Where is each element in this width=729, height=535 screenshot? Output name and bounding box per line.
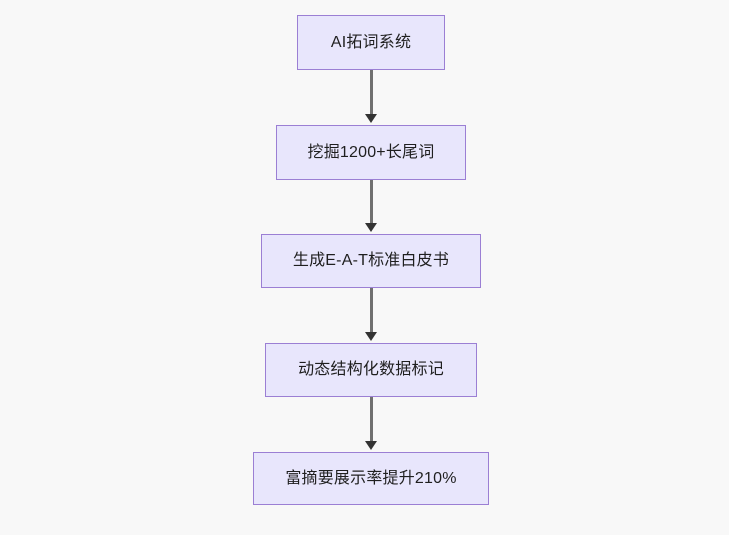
flowchart-node-4[interactable]: 动态结构化数据标记	[265, 343, 477, 397]
flowchart-edge-4-arrowhead	[365, 441, 377, 450]
flowchart-node-1[interactable]: AI拓词系统	[297, 15, 445, 70]
flowchart-node-5[interactable]: 富摘要展示率提升210%	[253, 452, 489, 505]
flowchart-node-2-label: 挖掘1200+长尾词	[307, 143, 435, 161]
flowchart-node-3-label: 生成E-A-T标准白皮书	[292, 252, 450, 269]
flowchart-node-2[interactable]: 挖掘1200+长尾词	[276, 125, 466, 180]
flowchart-node-1-label: AI拓词系统	[330, 33, 412, 51]
flowchart-node-4-label: 动态结构化数据标记	[298, 361, 444, 378]
flowchart-edge-2-arrowhead	[365, 223, 377, 232]
flowchart-edge-4-line	[369, 397, 373, 441]
flowchart-edge-3-arrowhead	[365, 332, 377, 341]
flowchart-edge-2-line	[369, 180, 373, 223]
flowchart-node-3[interactable]: 生成E-A-T标准白皮书	[261, 234, 481, 288]
flowchart-edge-3-line	[369, 288, 373, 332]
flowchart-edge-1-arrowhead	[365, 114, 377, 123]
flowchart-edge-1-line	[369, 70, 373, 114]
flowchart-node-5-label: 富摘要展示率提升210%	[285, 469, 457, 487]
